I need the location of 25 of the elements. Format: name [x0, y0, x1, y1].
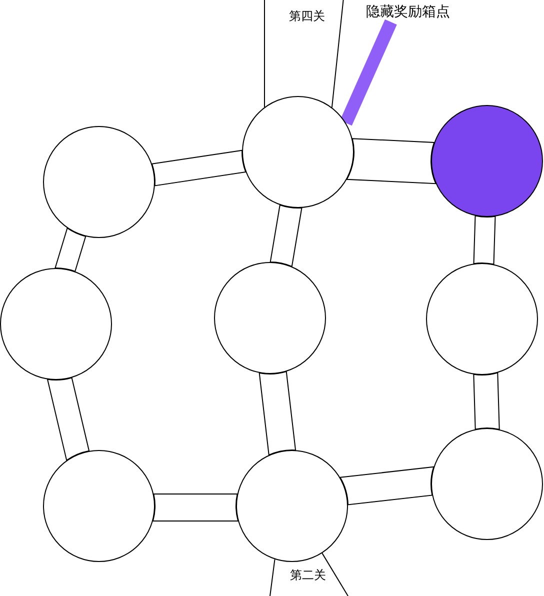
corridor: [47, 377, 90, 461]
circle-node: [242, 96, 354, 208]
leader-line: [340, 19, 397, 126]
callout-text: 隐藏奖励箱点: [366, 4, 452, 20]
corridor: [473, 372, 500, 430]
circle-node: [236, 450, 348, 562]
edge-label: 第四关: [289, 9, 325, 23]
corridor: [340, 466, 434, 506]
circle-node: [214, 262, 326, 374]
circle-node: [43, 450, 155, 562]
corridor: [346, 138, 436, 184]
corridor: [258, 371, 296, 456]
filled-circle-node: [431, 105, 543, 217]
circle-node: [0, 268, 112, 380]
corridor: [264, 0, 344, 108]
corridor: [152, 494, 239, 522]
corridor: [152, 150, 246, 186]
circle-node: [43, 126, 155, 238]
circle-node: [431, 428, 543, 540]
circle-node: [426, 263, 538, 375]
corridor: [473, 215, 496, 265]
corridor: [270, 552, 348, 596]
corridor: [54, 228, 86, 272]
corridor: [270, 204, 302, 267]
edge-label: 第二关: [290, 568, 326, 582]
